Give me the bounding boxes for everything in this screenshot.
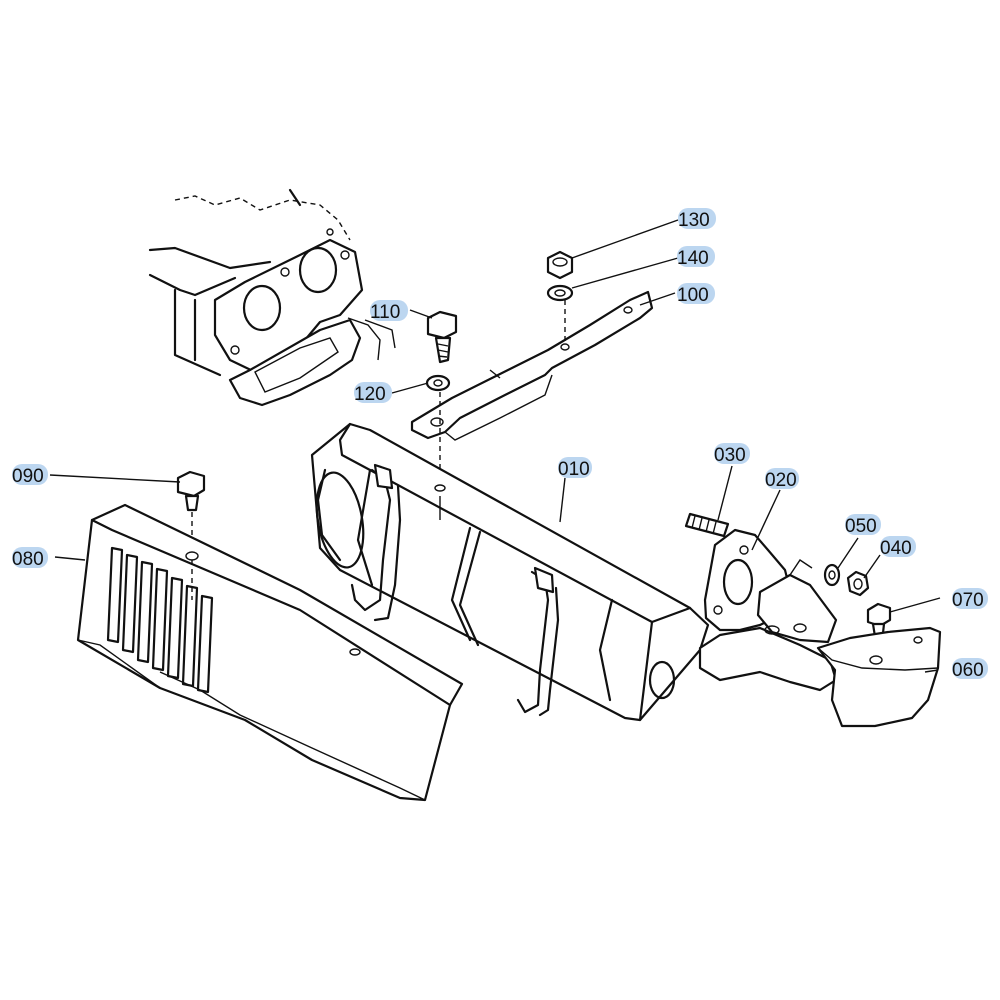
callout-130: 130 [678,208,716,231]
washer-140-drawing [546,284,574,302]
callout-020-label: 020 [765,470,797,491]
callout-060: 060 [952,658,988,681]
callout-120-label: 120 [354,384,386,405]
callout-080: 080 [12,547,48,570]
leader-lines [49,219,941,673]
callout-010: 010 [558,457,592,480]
muffler-010-drawing [310,422,710,722]
washer-120-drawing [425,374,451,392]
screw-090-drawing [176,470,206,512]
callout-090: 090 [12,464,48,487]
nut-040-drawing [846,570,870,597]
cover-080-drawing [76,503,464,802]
callout-110-label: 110 [370,302,400,323]
callout-090-label: 090 [12,466,44,487]
callout-100-label: 100 [677,285,709,306]
bracket-100-drawing [410,290,654,441]
callout-040-label: 040 [880,538,912,559]
callout-120: 120 [354,382,392,405]
callout-050-label: 050 [845,516,877,537]
callout-110: 110 [370,300,408,323]
engine-manifold-drawing [148,188,396,407]
callout-040: 040 [880,536,916,559]
callout-030: 030 [714,443,750,466]
callout-050: 050 [845,514,881,537]
callout-070-label: 070 [952,590,984,611]
stud-030-drawing [684,512,730,538]
callout-100: 100 [677,283,715,306]
washer-050-drawing [823,563,841,587]
exhaust-pipe-020-drawing [698,528,838,692]
callout-030-label: 030 [714,445,746,466]
callout-010-label: 010 [558,459,590,480]
callout-020: 020 [765,468,799,491]
bolt-110-drawing [426,310,458,364]
callout-140: 140 [677,246,715,269]
deflector-060-drawing [816,626,942,728]
nut-130-drawing [546,250,574,280]
callout-070: 070 [952,588,988,611]
callout-130-label: 130 [678,210,710,231]
callout-060-label: 060 [952,660,984,681]
callout-140-label: 140 [677,248,709,269]
callout-080-label: 080 [12,549,44,570]
